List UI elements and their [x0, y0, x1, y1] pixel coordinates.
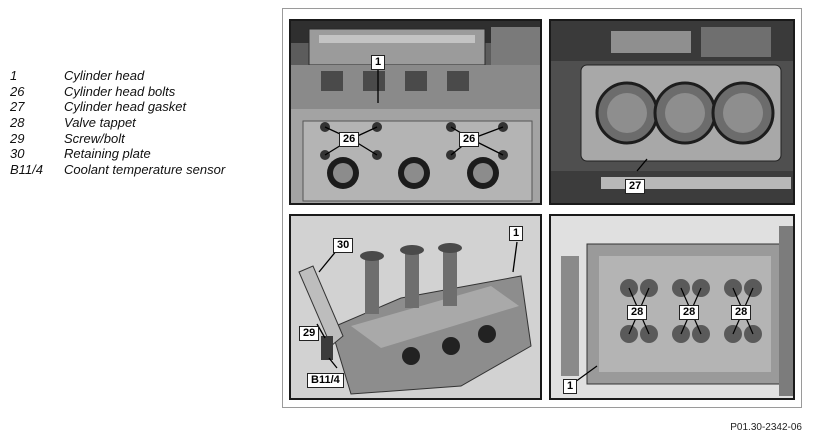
- callout-1: 1: [371, 55, 386, 70]
- legend-row: B11/4 Coolant temperature sensor: [10, 162, 225, 178]
- legend-label: Screw/bolt: [64, 130, 125, 146]
- legend-number: B11/4: [10, 162, 44, 178]
- legend-label: Cylinder head bolts: [64, 83, 176, 99]
- legend-row: 30 Retaining plate: [10, 146, 225, 162]
- legend-row: 28 Valve tappet: [10, 115, 225, 131]
- callout-27: 27: [625, 179, 646, 194]
- photo-retaining-plate: 30 1 29 B11/4: [289, 214, 542, 400]
- legend-label: Valve tappet: [64, 115, 136, 131]
- legend-label: Retaining plate: [64, 146, 151, 162]
- legend-number: 28: [10, 115, 25, 131]
- legend-label: Coolant temperature sensor: [64, 162, 226, 178]
- callout-26: 26: [459, 132, 480, 147]
- callout-28: 28: [627, 305, 648, 320]
- legend-label: Cylinder head gasket: [64, 99, 187, 115]
- callout-30: 30: [333, 238, 354, 253]
- callout-1: 1: [563, 379, 578, 394]
- legend-row: 29 Screw/bolt: [10, 131, 225, 147]
- photo-valve-tappets: 28 28 28 1: [549, 214, 795, 400]
- photo-cylinder-head-bolts: 1 26 26: [289, 19, 542, 205]
- retaining-plate-illustration: [291, 216, 540, 398]
- legend-label: Cylinder head: [64, 68, 145, 83]
- legend-number: 27: [10, 99, 25, 115]
- valve-tappets-illustration: [551, 216, 793, 398]
- cylinder-head-bolts-illustration: [291, 21, 540, 203]
- legend: 1 Cylinder head 26 Cylinder head bolts 2…: [10, 68, 225, 178]
- legend-number: 30: [10, 146, 25, 162]
- legend-number: 1: [10, 68, 18, 83]
- photo-cylinder-head-gasket: 27: [549, 19, 795, 205]
- legend-row: 1 Cylinder head: [10, 68, 225, 84]
- legend-number: 26: [10, 83, 25, 99]
- figure-code: P01.30-2342-06: [730, 422, 802, 433]
- cylinder-head-gasket-illustration: [551, 21, 793, 203]
- callout-28: 28: [679, 305, 700, 320]
- legend-number: 29: [10, 130, 25, 146]
- callout-b11-4: B11/4: [307, 373, 344, 388]
- callout-29: 29: [299, 326, 320, 341]
- legend-row: 26 Cylinder head bolts: [10, 84, 225, 100]
- figure-frame: 1 26 26 27: [282, 8, 802, 408]
- callout-1: 1: [509, 226, 524, 241]
- legend-row: 27 Cylinder head gasket: [10, 99, 225, 115]
- callout-26: 26: [339, 132, 360, 147]
- callout-28: 28: [731, 305, 752, 320]
